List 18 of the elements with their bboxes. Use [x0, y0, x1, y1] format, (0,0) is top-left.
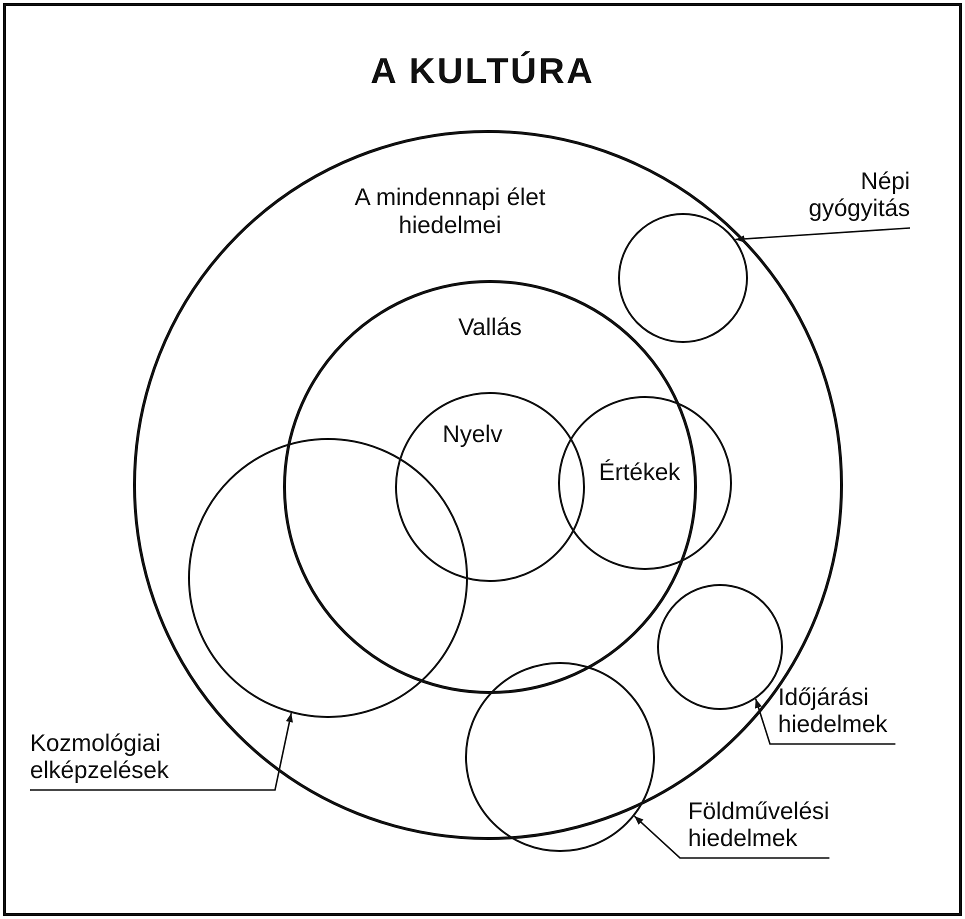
title: A KULTÚRA — [370, 50, 596, 92]
circle — [283, 280, 697, 694]
circle — [465, 662, 655, 852]
circle — [395, 392, 585, 582]
circle-label: Vallás — [458, 314, 522, 342]
callout-label: Kozmológiai elképzelések — [30, 730, 169, 790]
callout-label: Népi gyógyitás — [808, 168, 910, 228]
circle-label: Nyelv — [442, 420, 502, 448]
leader-line — [634, 816, 830, 859]
circle — [558, 396, 732, 570]
leader-line — [735, 227, 910, 242]
leader-line — [30, 712, 293, 791]
circle-label: Értékek — [598, 458, 680, 486]
callout-label: Földművelési hiedelmek — [688, 798, 830, 858]
leader-line — [754, 698, 896, 745]
callout-label: Időjárási hiedelmek — [778, 684, 888, 744]
circle — [618, 213, 748, 343]
circle-label: A mindennapi élet hiedelmei — [354, 184, 546, 240]
